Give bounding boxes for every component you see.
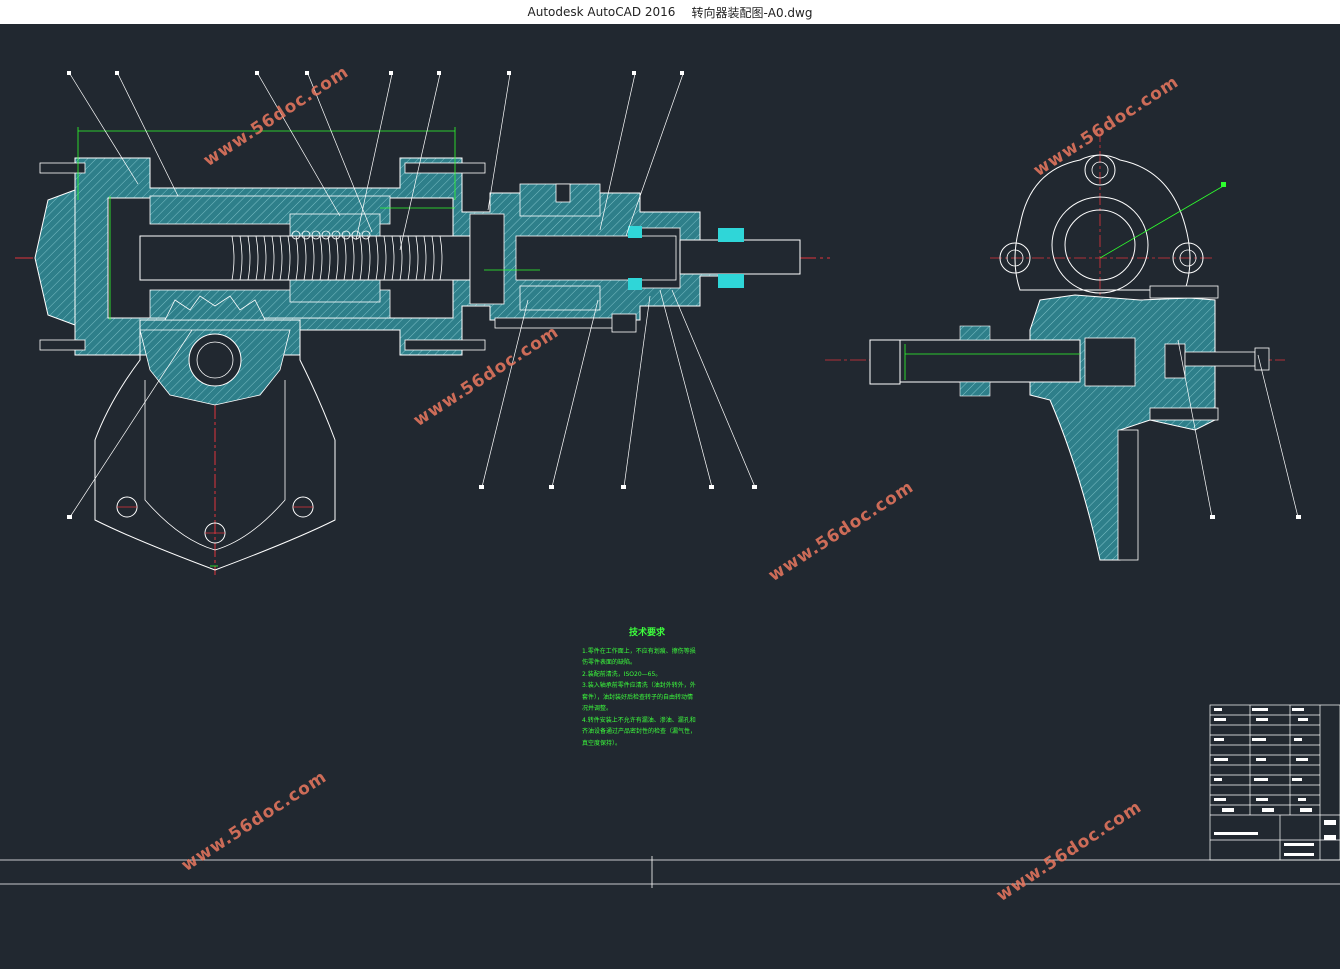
title-block-fill xyxy=(1214,708,1336,856)
main-section-view xyxy=(15,71,830,575)
drawing-canvas[interactable]: 技术要求 1.零件在工作面上，不应有划痕、擦伤等损 伤零件表面的缺陷。 2.装配… xyxy=(0,24,1340,969)
drawing-frame xyxy=(0,856,1340,888)
tech-req-line: 伤零件表面的缺陷。 xyxy=(582,659,637,666)
tech-req-line: 2.装配前清洗，ISO20—65。 xyxy=(582,670,662,678)
side-view xyxy=(825,130,1301,561)
technical-requirements: 技术要求 1.零件在工作面上，不应有划痕、擦伤等损 伤零件表面的缺陷。 2.装配… xyxy=(582,628,712,749)
tech-req-line: 1.零件在工作面上，不应有划痕、擦伤等损 xyxy=(582,647,696,655)
file-name: 转向器装配图-A0.dwg xyxy=(691,5,813,20)
title-block xyxy=(1209,704,1340,861)
window-title-bar: Autodesk AutoCAD 2016 转向器装配图-A0.dwg xyxy=(0,0,1340,25)
tech-req-line: 齐油设备通过产品密封性的检查（漏气性， xyxy=(582,728,697,735)
app-title: Autodesk AutoCAD 2016 xyxy=(527,5,676,19)
cad-drawing xyxy=(0,71,1340,888)
tech-req-line: 况并调整。 xyxy=(582,705,613,712)
tech-req-line: 4.转件安装上不允许有漏油、渗油、漏孔和 xyxy=(582,716,696,724)
tech-req-line: 真空度保持）。 xyxy=(582,739,622,747)
tech-req-line: 3.装入轴承前零件应清洗（油封外转外，外 xyxy=(582,682,696,689)
tech-req-line: 套件），油封装好后检查转子的自由转动情 xyxy=(582,693,694,701)
tech-req-title: 技术要求 xyxy=(628,628,665,638)
